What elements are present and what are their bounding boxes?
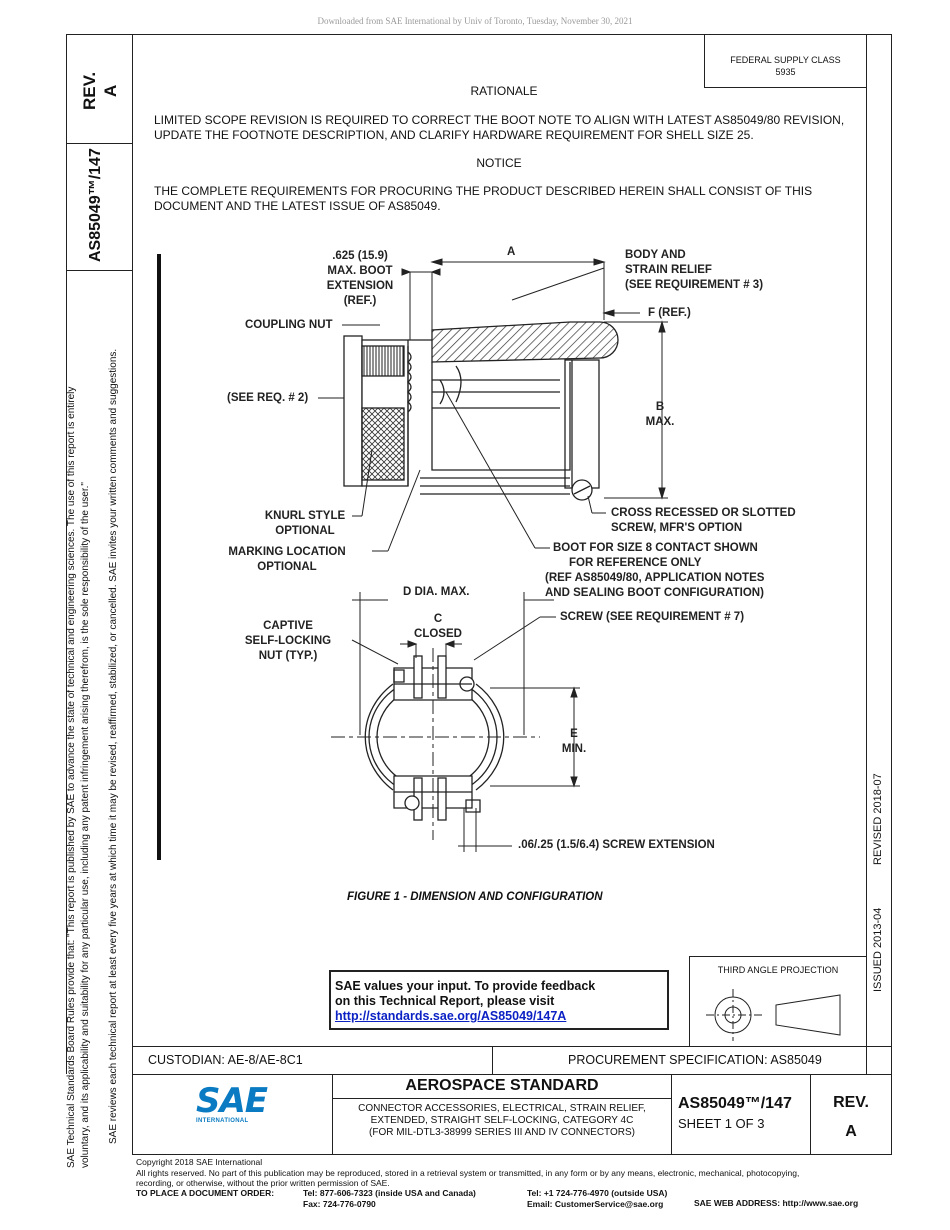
- copyright: Copyright 2018 SAE International: [136, 1157, 263, 1167]
- figure-drawing: [157, 254, 668, 860]
- fax: Fax: 724-776-0790: [303, 1198, 376, 1209]
- revised-date: REVISED 2018-07: [872, 773, 884, 865]
- label-dim-a: A: [507, 246, 516, 258]
- sae-logo-mark: SAE: [196, 1081, 268, 1121]
- federal-supply-label: FEDERAL SUPPLY CLASS: [730, 55, 841, 65]
- label-boot-extension: .625 (15.9) MAX. BOOT EXTENSION (REF.): [326, 250, 394, 307]
- rationale-heading: RATIONALE: [470, 84, 538, 98]
- tel-intl: Tel: +1 724-776-4970 (outside USA): [527, 1188, 668, 1198]
- procurement-spec: PROCUREMENT SPECIFICATION: AS85049: [568, 1053, 822, 1067]
- revision-bar: [157, 254, 161, 860]
- web-address[interactable]: SAE WEB ADDRESS: http://www.sae.org: [694, 1198, 859, 1208]
- notice-text: THE COMPLETE REQUIREMENTS FOR PROCURING …: [154, 184, 813, 213]
- feedback-box: SAE values your input. To provide feedba…: [329, 970, 669, 1030]
- clamp-end-view: [364, 655, 505, 821]
- document-title: CONNECTOR ACCESSORIES, ELECTRICAL, STRAI…: [358, 1103, 646, 1138]
- label-see-req-2: (SEE REQ. # 2): [227, 392, 309, 404]
- coupling-nut-drawing: [343, 335, 412, 487]
- label-screw-extension: .06/.25 (1.5/6.4) SCREW EXTENSION: [518, 839, 715, 851]
- projection-label: THIRD ANGLE PROJECTION: [717, 965, 839, 975]
- projection-symbol-icon: [706, 989, 841, 1041]
- disclaimer-line-2: voluntary, and its applicability and sui…: [80, 482, 91, 1168]
- footer-copyright-block: Copyright 2018 SAE International All rig…: [136, 1157, 886, 1189]
- rationale-text: LIMITED SCOPE REVISION IS REQUIRED TO CO…: [154, 113, 845, 142]
- federal-supply-box: FEDERAL SUPPLY CLASS 5935: [704, 34, 866, 88]
- label-body-strain-relief: BODY AND STRAIN RELIEF (SEE REQUIREMENT …: [625, 249, 764, 291]
- aerospace-standard-heading: AEROSPACE STANDARD: [405, 1077, 599, 1094]
- label-d-dia: D DIA. MAX.: [403, 586, 470, 598]
- notice-heading: NOTICE: [476, 156, 522, 170]
- label-coupling-nut: COUPLING NUT: [245, 319, 333, 331]
- custodian: CUSTODIAN: AE-8/AE-8C1: [148, 1053, 303, 1067]
- disclaimer-line-1: SAE Technical Standards Board Rules prov…: [66, 386, 77, 1168]
- figure-caption: FIGURE 1 - DIMENSION AND CONFIGURATION: [347, 891, 603, 903]
- title-rev-value: A: [845, 1123, 857, 1140]
- rights-line-1: All rights reserved. No part of this pub…: [136, 1167, 800, 1178]
- feedback-line-2: on this Technical Report, please visit: [335, 994, 555, 1008]
- disclaimer-line-3: SAE reviews each technical report at lea…: [108, 348, 119, 1144]
- sae-logo: SAE INTERNATIONAL: [196, 1081, 268, 1124]
- label-boot-size-8: BOOT FOR SIZE 8 CONTACT SHOWN FOR REFERE…: [545, 542, 765, 599]
- order-contacts-us: Tel: 877-606-7323 (inside USA and Canada…: [303, 1188, 476, 1209]
- label-cross-recessed: CROSS RECESSED OR SLOTTED SCREW, MFR'S O…: [611, 507, 796, 534]
- label-screw-req-7: SCREW (SEE REQUIREMENT # 7): [560, 611, 745, 623]
- issued-date: ISSUED 2013-04: [872, 907, 884, 992]
- tel-us: Tel: 877-606-7323 (inside USA and Canada…: [303, 1188, 476, 1198]
- rights-line-2: recording, or otherwise, without the pri…: [136, 1178, 390, 1188]
- label-marking-location: MARKING LOCATION OPTIONAL: [228, 546, 346, 573]
- label-knurl-style: KNURL STYLE OPTIONAL: [264, 510, 346, 537]
- margin-rev-value: A: [101, 84, 120, 97]
- federal-supply-class: 5935: [775, 67, 796, 77]
- label-captive-nut: CAPTIVE SELF-LOCKING NUT (TYP.): [244, 620, 332, 662]
- title-doc-number: AS85049™/147: [678, 1095, 792, 1112]
- title-rev-label: REV.: [833, 1094, 869, 1111]
- email[interactable]: Email: CustomerService@sae.org: [527, 1198, 664, 1209]
- sae-logo-sub: INTERNATIONAL: [196, 1118, 249, 1124]
- body-drawing: [408, 321, 619, 501]
- sheet-number: SHEET 1 OF 3: [678, 1116, 765, 1131]
- label-dim-b: B MAX.: [645, 401, 675, 428]
- margin-rev-label: REV.: [80, 71, 99, 110]
- projection-box: THIRD ANGLE PROJECTION: [689, 956, 866, 1046]
- feedback-line-1: SAE values your input. To provide feedba…: [335, 979, 596, 993]
- margin-doc-number: AS85049™/147: [87, 148, 104, 262]
- download-watermark: Downloaded from SAE International by Uni…: [317, 16, 633, 26]
- order-contacts-intl: Tel: +1 724-776-4970 (outside USA) Email…: [527, 1188, 667, 1209]
- label-c-closed: C CLOSED: [414, 613, 462, 640]
- label-dim-e: E MIN.: [561, 728, 587, 755]
- feedback-link[interactable]: http://standards.sae.org/AS85049/147A: [335, 1009, 567, 1023]
- order-label: TO PLACE A DOCUMENT ORDER:: [136, 1188, 275, 1198]
- label-f-ref: F (REF.): [648, 307, 691, 319]
